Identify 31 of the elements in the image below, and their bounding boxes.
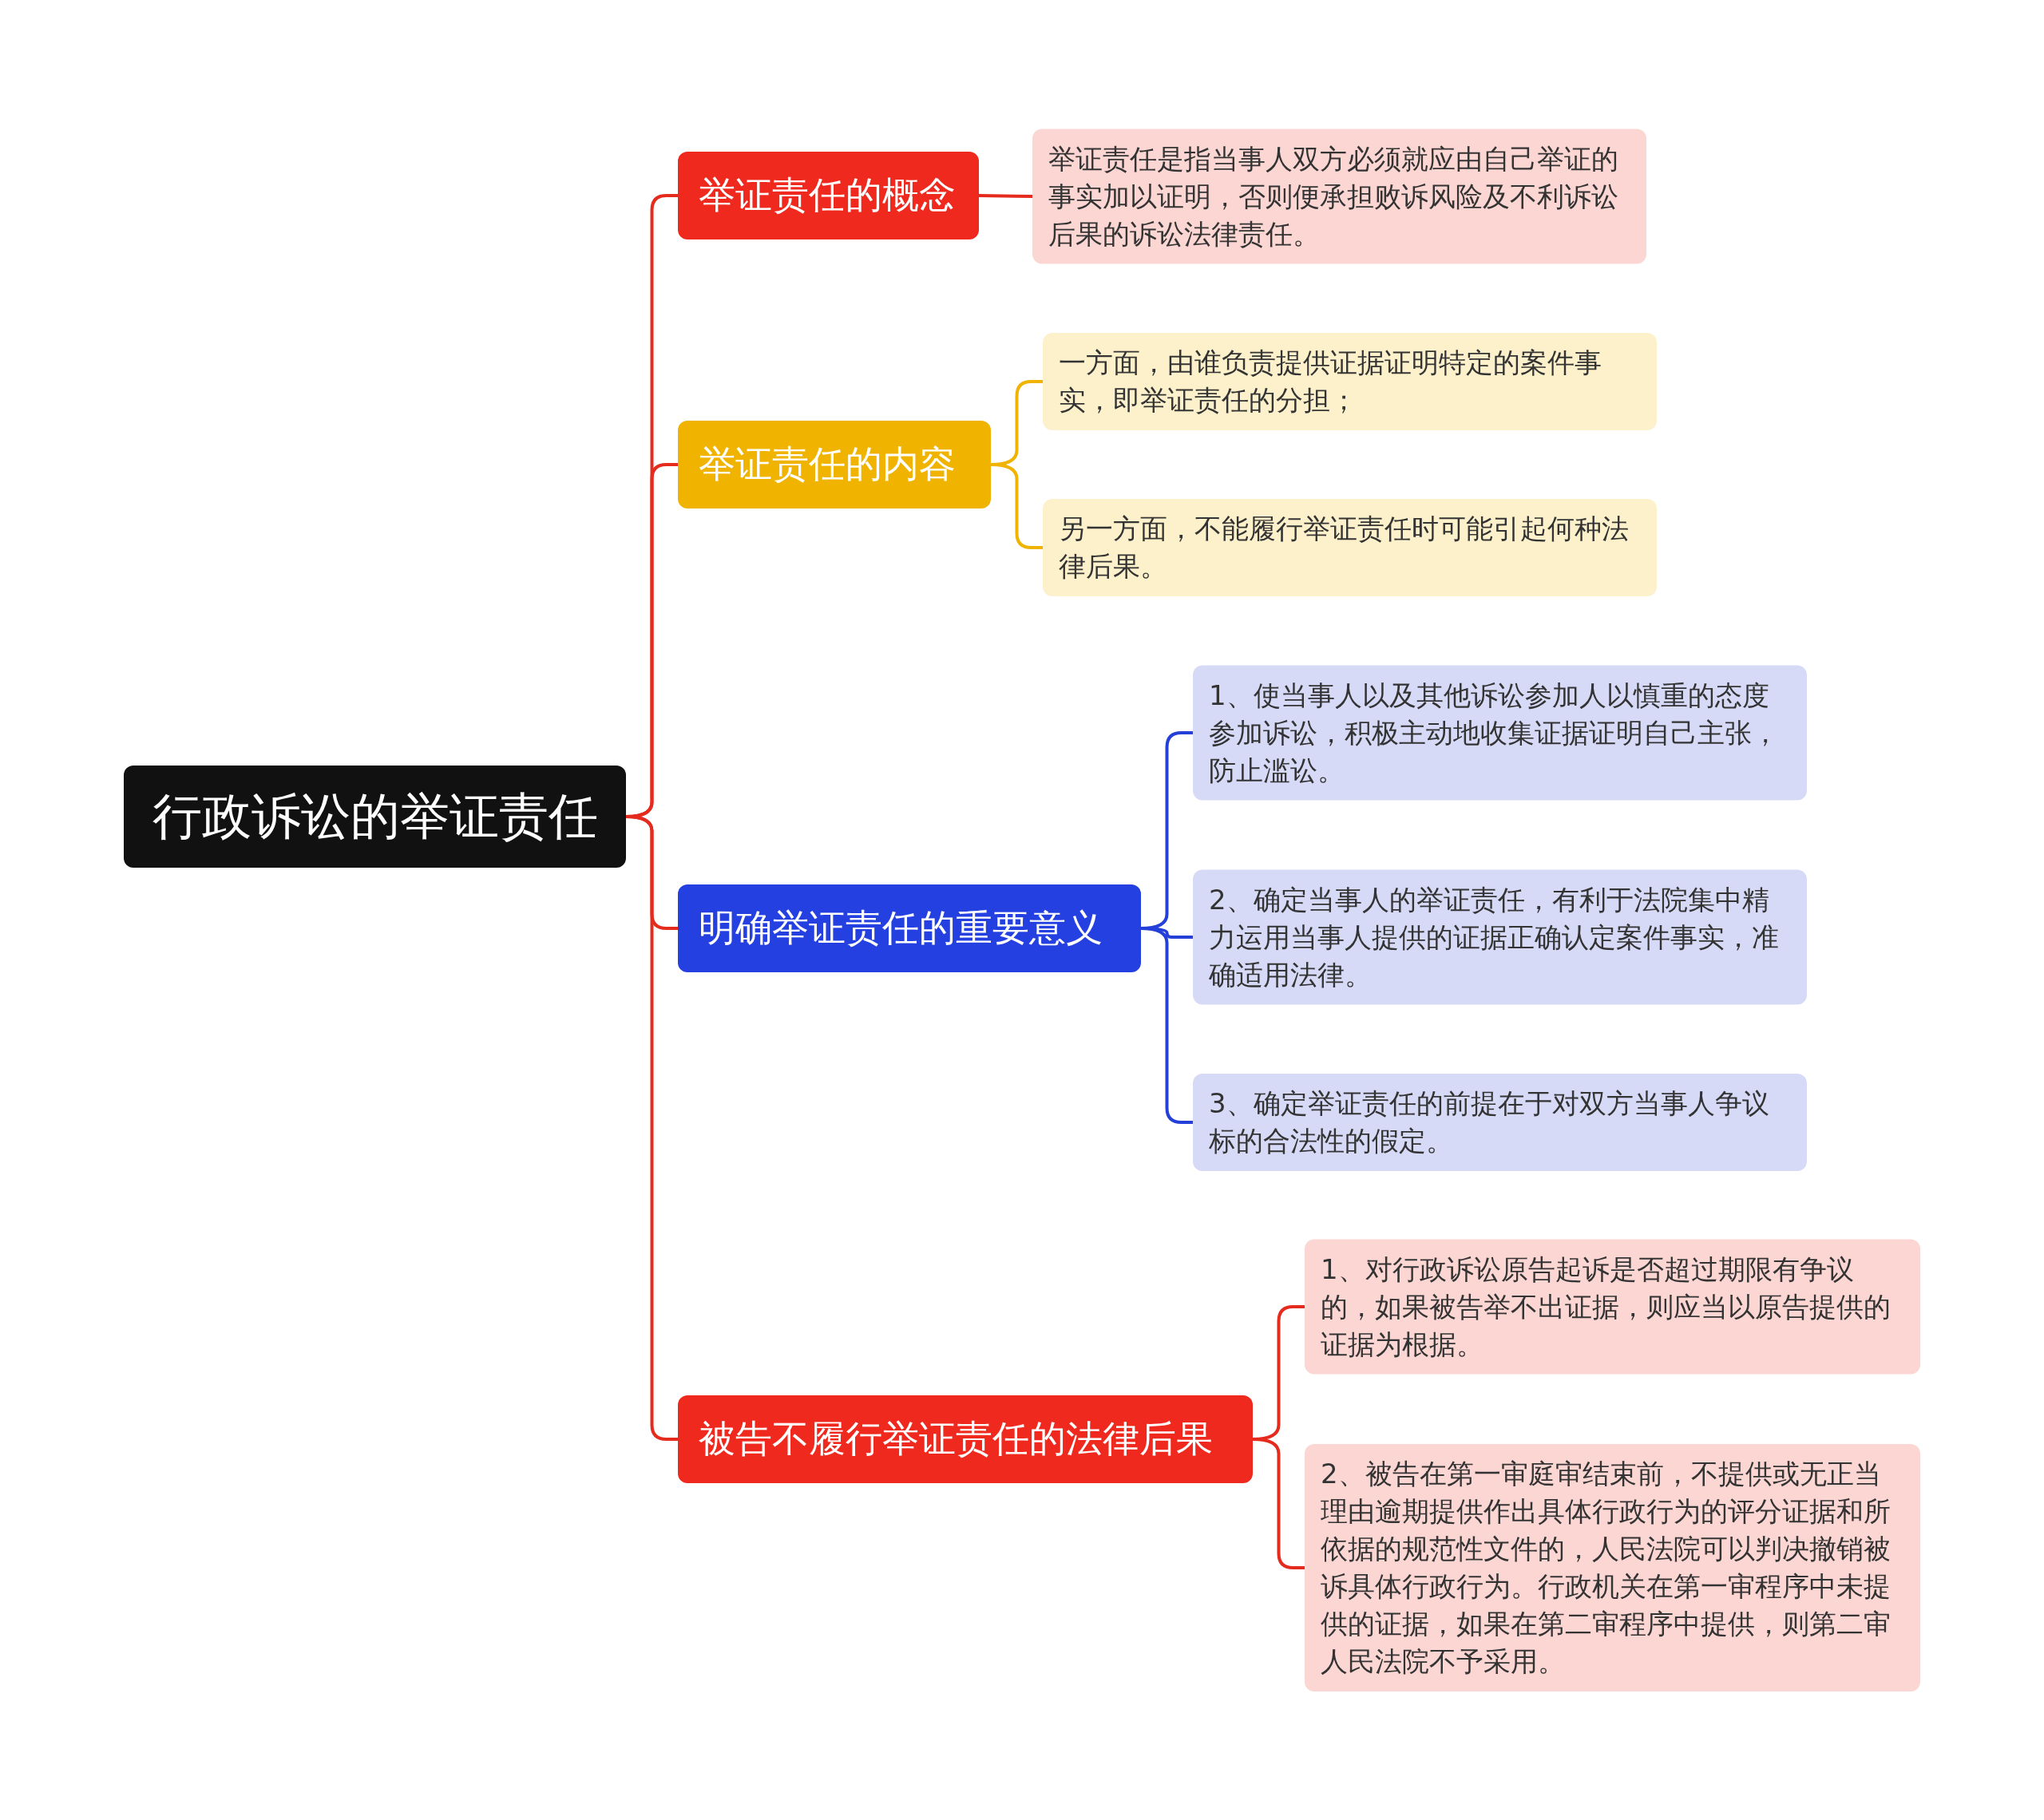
central-topic-text: 行政诉讼的举证责任	[151, 786, 599, 847]
note-text: 3、确定举证责任的前提在于对双方当事人争议标的合法性的假定。	[1209, 1086, 1770, 1158]
topic-box	[678, 1395, 1253, 1483]
note-text: 1、对行政诉讼原告起诉是否超过期限有争议的，如果被告举不出证据，则应当以原告提供的证据为根据。	[1321, 1252, 1891, 1362]
note-card	[1305, 1239, 1920, 1375]
note-text: 一方面，由谁负责提供证据证明特定的案件事实，即举证责任的分担；	[1059, 346, 1602, 417]
note-card	[1032, 129, 1646, 264]
connector-line	[989, 463, 1044, 549]
note-card	[1043, 499, 1657, 596]
topic-text: 举证责任的内容	[699, 441, 957, 487]
topic-text: 举证责任的概念	[699, 172, 957, 218]
topic-text: 被告不履行举证责任的法律后果	[699, 1416, 1214, 1462]
topic-box	[678, 421, 991, 508]
central-topic-box	[124, 766, 626, 868]
connector-line	[1139, 927, 1194, 1124]
connector-line	[624, 815, 679, 1441]
note-card	[1305, 1444, 1920, 1691]
topic-text: 明确举证责任的重要意义	[699, 905, 1103, 951]
note-text: 1、使当事人以及其他诉讼参加人以慎重的态度参加诉讼，积极主动地收集证据证明自己主张，防止滥讼。	[1209, 678, 1780, 788]
note-card	[1193, 869, 1807, 1005]
note-text: 2、被告在第一审庭审结束前，不提供或无正当理由逾期提供作出具体行政行为的评分证据和所依据的规范性文件的，人民法院可以判决撤销被诉具体行政行为。行政机关在第一审程序中未提供的证据，如果在第二审程序中提供，则第二审人民法院不予采用。	[1321, 1457, 1891, 1679]
note-text: 举证责任是指当事人双方必须就应由自己举证的事实加以证明，否则便承担败诉风险及不利诉讼后果的诉讼法律责任。	[1048, 141, 1619, 251]
connector-line	[977, 194, 1034, 198]
note-card	[1043, 333, 1657, 430]
topic-box	[678, 884, 1141, 972]
note-text: 另一方面，不能履行举证责任时可能引起何种法律后果。	[1059, 512, 1630, 584]
note-text: 2、确定当事人的举证责任，有利于法院集中精力运用当事人提供的证据正确认定案件事实，准确适用法律。	[1209, 882, 1780, 992]
note-card	[1193, 665, 1807, 801]
note-card	[1193, 1074, 1807, 1171]
connector-line	[1251, 1438, 1306, 1569]
topic-box	[678, 152, 979, 239]
